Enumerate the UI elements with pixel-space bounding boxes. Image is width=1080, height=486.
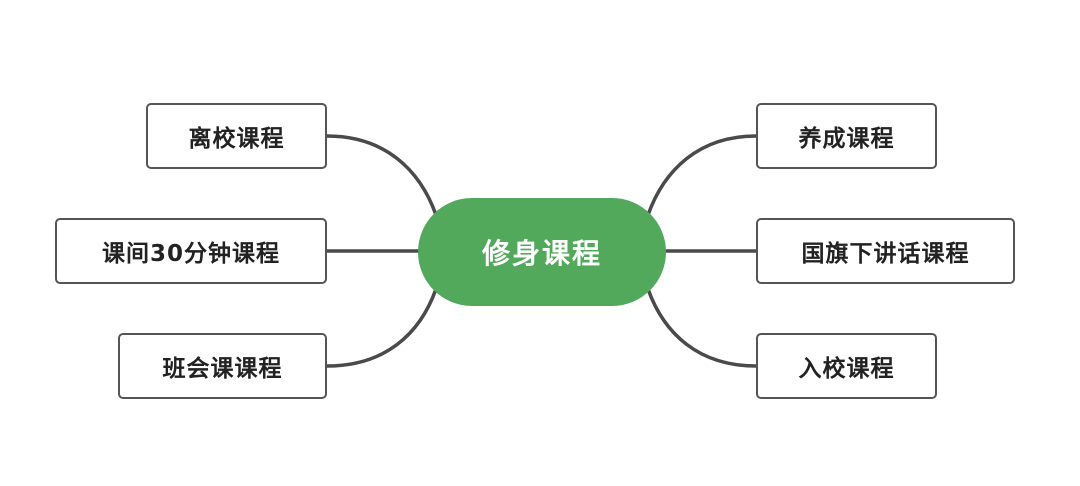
topic-label: 养成课程 bbox=[798, 126, 895, 152]
topic-left-2[interactable]: 课间30分钟课程 bbox=[55, 218, 327, 284]
topic-label: 班会课课程 bbox=[162, 356, 283, 382]
topic-left-1[interactable]: 离校课程 bbox=[146, 103, 327, 169]
topic-right-2[interactable]: 国旗下讲话课程 bbox=[756, 218, 1015, 284]
connector-right-2 bbox=[646, 287, 758, 368]
topic-label: 课间30分钟课程 bbox=[101, 241, 280, 267]
topic-label: 离校课程 bbox=[188, 126, 285, 152]
topic-left-3[interactable]: 班会课课程 bbox=[118, 333, 327, 399]
central-topic[interactable]: 修身课程 bbox=[418, 198, 666, 306]
connector-right-0 bbox=[646, 134, 758, 217]
topic-right-3[interactable]: 入校课程 bbox=[756, 333, 937, 399]
topic-right-1[interactable]: 养成课程 bbox=[756, 103, 937, 169]
connector-left-2 bbox=[325, 287, 438, 368]
connector-left-0 bbox=[325, 134, 438, 217]
topic-label: 国旗下讲话课程 bbox=[801, 241, 970, 267]
central-topic-label: 修身课程 bbox=[481, 237, 602, 270]
topic-label: 入校课程 bbox=[798, 356, 895, 382]
